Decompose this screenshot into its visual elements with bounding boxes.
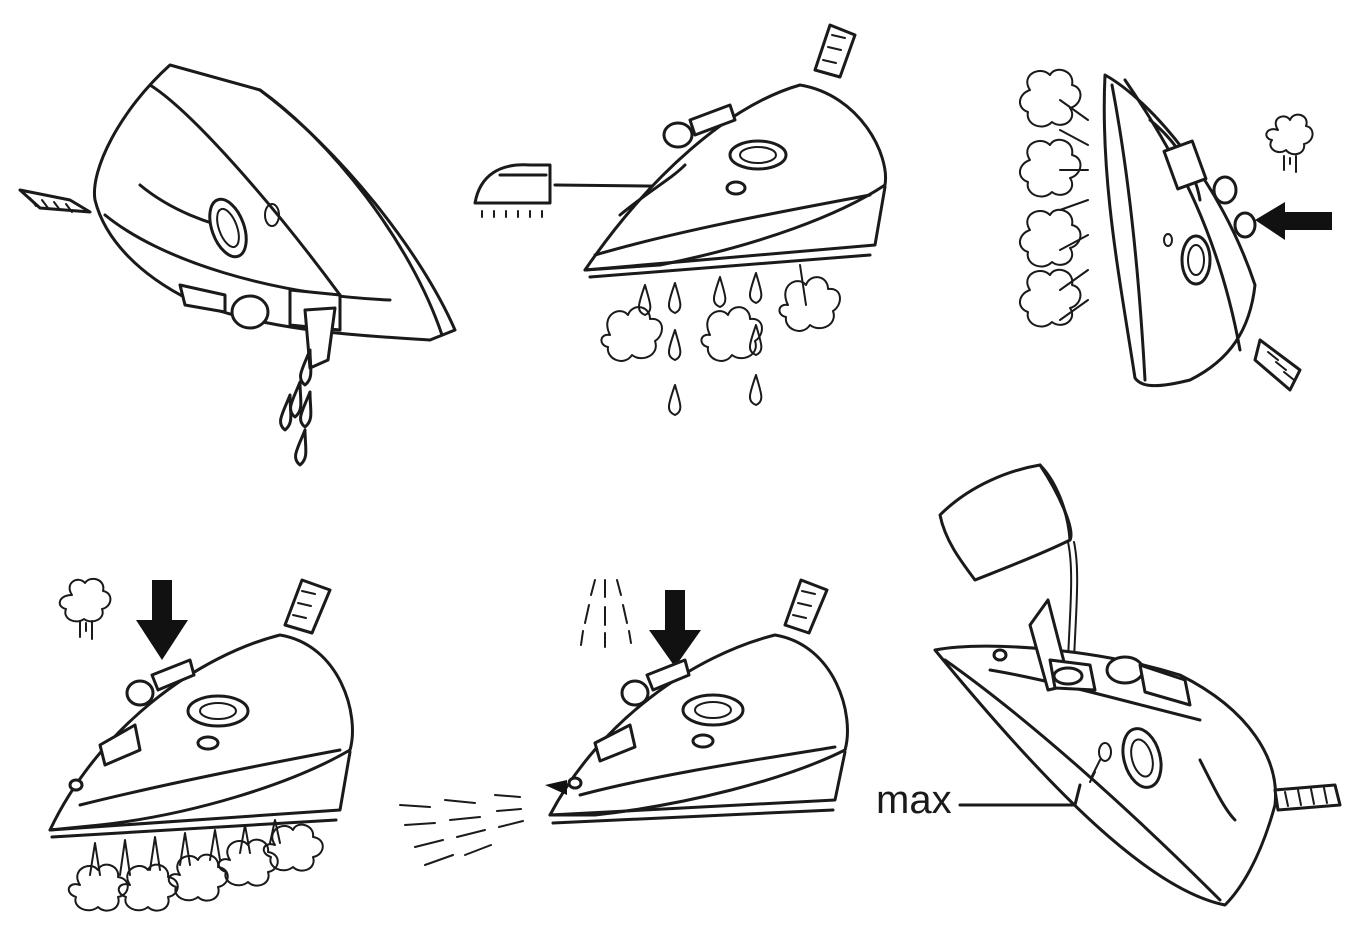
spray-lines — [399, 780, 567, 866]
panel-empty-water — [18, 63, 457, 467]
iron-body — [583, 23, 888, 279]
iron-body — [1102, 73, 1302, 392]
steam-drops — [638, 264, 807, 416]
spray-icon — [580, 579, 632, 648]
steam-cloud-icon — [1019, 68, 1314, 328]
arrow-down-icon — [649, 590, 701, 667]
water-drops — [279, 348, 313, 467]
max-label: max — [876, 778, 952, 822]
steam-cloud-icon — [58, 577, 112, 640]
panel-steam-burst — [48, 577, 354, 912]
iron-body — [933, 598, 1342, 907]
arrow-left-icon — [1255, 202, 1332, 240]
panel-fill-water — [933, 463, 1342, 907]
iron-body — [548, 578, 849, 825]
panel-spray — [399, 578, 849, 866]
steam-cloud-icon — [600, 276, 841, 362]
water-jug — [938, 463, 1079, 661]
max-pointer-line — [958, 783, 1082, 807]
iron-body — [18, 63, 457, 370]
panel-vertical-steam — [1019, 68, 1332, 392]
panel-steam-control — [473, 23, 888, 416]
iron-body — [48, 578, 354, 839]
arrow-down-icon — [136, 580, 188, 660]
iron-soleplate-icon — [473, 163, 552, 218]
steam-clouds-below — [67, 819, 324, 912]
